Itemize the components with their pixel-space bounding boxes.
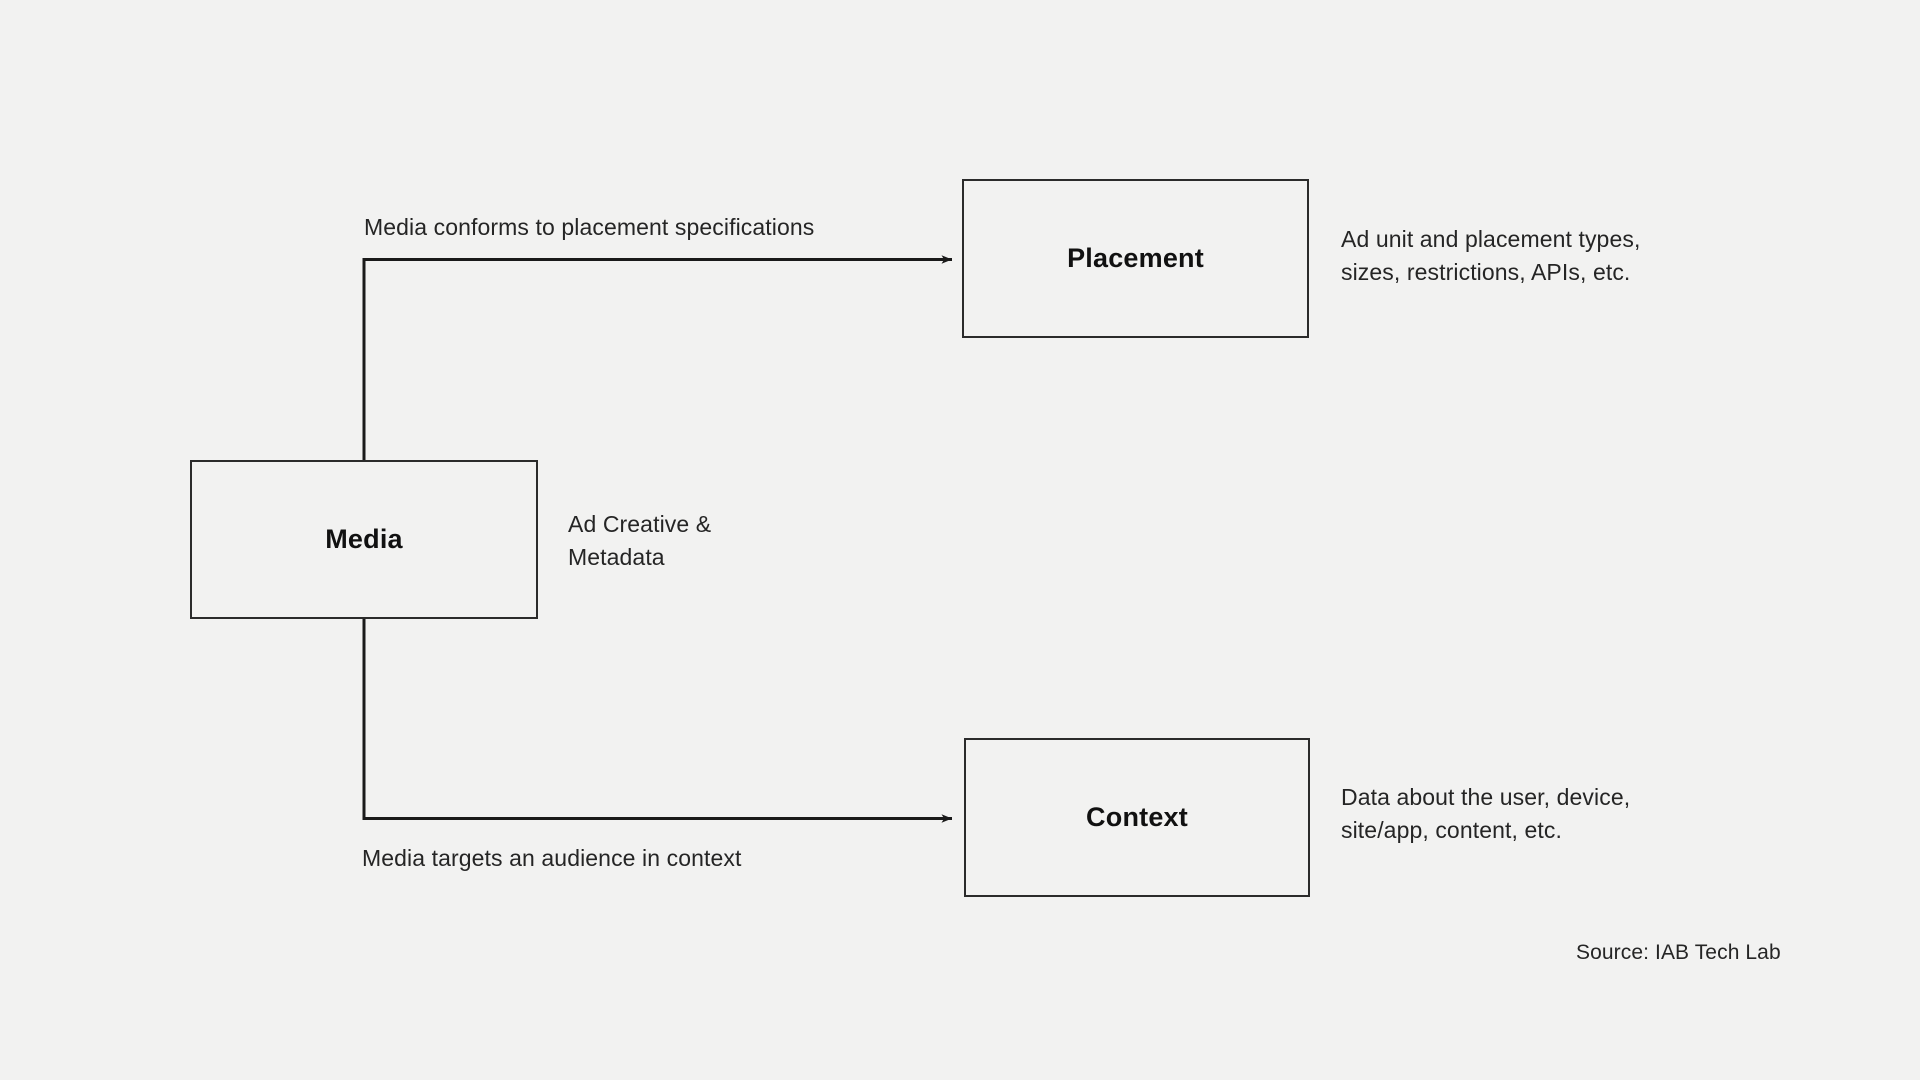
connector-media-to-context	[362, 619, 952, 823]
node-placement[interactable]: Placement	[962, 179, 1309, 338]
connector-media-to-placement	[362, 255, 952, 460]
node-media[interactable]: Media	[190, 460, 538, 619]
annotation-media-line-2: Metadata	[568, 543, 665, 570]
annotation-context-line-1: Data about the user, device,	[1341, 784, 1631, 810]
annotation-placement-line-1: Ad unit and placement types,	[1341, 226, 1641, 252]
edge-label-media-to-context: Media targets an audience in context	[362, 845, 742, 871]
annotation-context-line-2: site/app, content, etc.	[1341, 816, 1562, 843]
node-context[interactable]: Context	[964, 738, 1310, 897]
annotation-context: Data about the user, device, site/app, c…	[1341, 781, 1741, 846]
annotation-placement-line-2: sizes, restrictions, APIs, etc.	[1341, 258, 1631, 285]
node-placement-label: Placement	[1067, 243, 1204, 273]
annotation-media: Ad Creative & Metadata	[568, 508, 828, 573]
annotation-media-line-1: Ad Creative &	[568, 511, 712, 537]
edge-label-media-to-placement: Media conforms to placement specificatio…	[364, 214, 815, 240]
annotation-placement: Ad unit and placement types, sizes, rest…	[1341, 223, 1741, 288]
node-media-label: Media	[325, 524, 403, 554]
source-credit: Source: IAB Tech Lab	[1576, 941, 1781, 964]
node-context-label: Context	[1086, 802, 1188, 832]
